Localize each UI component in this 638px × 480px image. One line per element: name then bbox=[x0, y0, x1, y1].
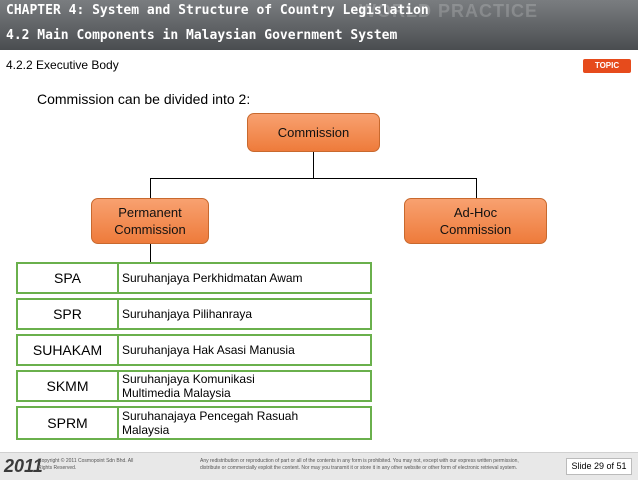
full-suhakam: Suruhanjaya Hak Asasi Manusia bbox=[117, 334, 372, 366]
slide-footer: 2011 Copyright © 2011 Cosmopoint Sdn Bhd… bbox=[0, 452, 638, 480]
commission-box: Commission bbox=[247, 113, 380, 152]
watermark: WORLD PRACTICE bbox=[359, 1, 538, 21]
connector-permanent-down bbox=[150, 244, 151, 264]
full-spa: Suruhanjaya Perkhidmatan Awam bbox=[117, 262, 372, 294]
abbr-sprm: SPRM bbox=[16, 406, 119, 440]
topic-button[interactable]: TOPIC bbox=[583, 59, 631, 73]
abbr-spr: SPR bbox=[16, 298, 119, 330]
connector-left-down bbox=[150, 178, 151, 198]
slide-header: CHAPTER 4: System and Structure of Count… bbox=[0, 0, 638, 50]
abbr-suhakam: SUHAKAM bbox=[16, 334, 119, 366]
full-skmm: Suruhanjaya Komunikasi Multimedia Malays… bbox=[117, 370, 372, 402]
footer-legal: Any redistribution or reproduction of pa… bbox=[200, 458, 519, 471]
permanent-commission-box: Permanent Commission bbox=[91, 198, 209, 244]
connector-root-down bbox=[313, 152, 314, 178]
section-title: 4.2 Main Components in Malaysian Governm… bbox=[6, 28, 398, 43]
subheading: 4.2.2 Executive Body bbox=[6, 58, 119, 72]
abbr-spa: SPA bbox=[16, 262, 119, 294]
connector-horizontal bbox=[150, 178, 476, 179]
chapter-title: CHAPTER 4: System and Structure of Count… bbox=[6, 3, 429, 18]
intro-text: Commission can be divided into 2: bbox=[37, 91, 251, 107]
full-sprm: Suruhanajaya Pencegah Rasuah Malaysia bbox=[117, 406, 372, 440]
footer-year: 2011 bbox=[4, 456, 43, 476]
slide-number: Slide 29 of 51 bbox=[566, 458, 632, 475]
adhoc-commission-box: Ad-Hoc Commission bbox=[404, 198, 547, 244]
connector-right-down bbox=[476, 178, 477, 198]
full-spr: Suruhanjaya Pilihanraya bbox=[117, 298, 372, 330]
abbr-skmm: SKMM bbox=[16, 370, 119, 402]
footer-copyright: Copyright © 2011 Cosmopoint Sdn Bhd. All… bbox=[38, 458, 134, 471]
